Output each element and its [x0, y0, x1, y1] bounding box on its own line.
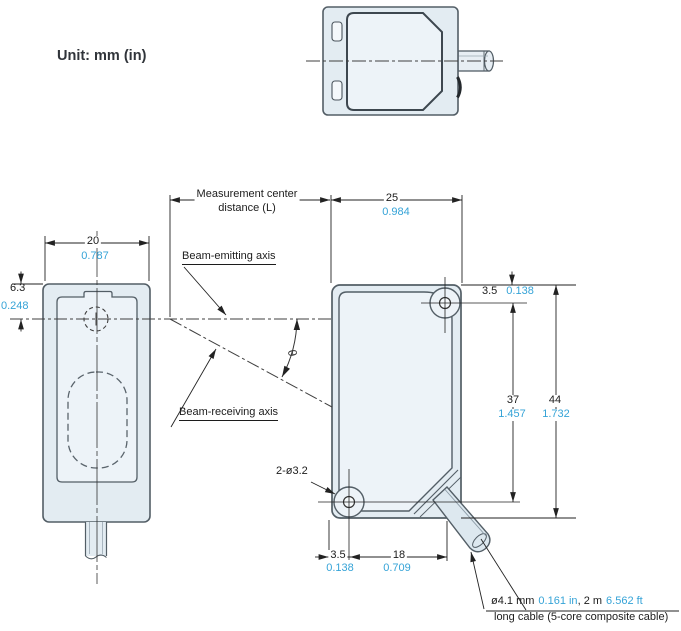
cable-diameter-in: 0.161 in: [538, 595, 578, 607]
mounting-holes-label: 2-ø3.2: [276, 465, 308, 477]
beam-axes: [10, 318, 333, 408]
side-view-panel: [338, 291, 453, 512]
theta-angle-arc: [281, 318, 301, 378]
receiver-lens-window: [67, 371, 128, 469]
top-view-drawing: [306, 6, 503, 116]
dim-cable-exit-in: 0.709: [383, 562, 411, 574]
cable-note-comma: ,: [577, 595, 584, 607]
front-view-drawing: [42, 231, 151, 584]
dim-cable-exit-mm: 18: [390, 549, 408, 562]
unit-label: Unit: mm (in): [57, 48, 147, 64]
dim-body-width-in: 0.984: [382, 206, 410, 218]
dim-body-height-in: 1.732: [540, 408, 572, 421]
side-view-cable: [432, 485, 491, 553]
beam-receiving-axis-line: [169, 318, 333, 408]
cable-diameter-mm: ø4.1 mm: [491, 595, 535, 607]
front-view-cable: [85, 522, 107, 556]
dim-front-width-mm: 20: [84, 235, 102, 248]
beam-emitting-axis-label: Beam-emitting axis: [182, 250, 276, 265]
cable-end-cap: [472, 533, 487, 548]
dim-top-hole-offset-in: 0.138: [506, 285, 534, 297]
top-view-connector-mark: [456, 76, 462, 99]
dim-top-hole-offset-group: 3.5 0.138: [482, 285, 534, 298]
dim-bottom-hole-offset-mm: 3.5: [328, 549, 348, 562]
leader-beam-emitting: [183, 266, 227, 316]
dim-emitter-offset-in: 0.248: [1, 300, 29, 312]
dim-top-hole-offset-mm: 3.5: [482, 285, 498, 297]
measurement-center-label-line1: Measurement center: [194, 188, 300, 201]
side-view-drawing: [331, 284, 491, 553]
dim-emitter-offset-mm: 6.3: [10, 282, 26, 294]
leader-mounting-holes: [310, 481, 336, 495]
dim-hole-pitch-mm: 37: [504, 394, 522, 407]
beam-receiving-axis-label: Beam-receiving axis: [179, 406, 279, 421]
top-view-slot-lower: [331, 80, 343, 101]
cable-length-m: 2 m: [583, 595, 603, 607]
dim-hole-pitch-in: 1.457: [496, 408, 528, 421]
leader-cable-note-2: [480, 538, 527, 611]
cable-note-line2: long cable (5-core composite cable): [494, 611, 669, 623]
top-view-panel: [346, 12, 443, 111]
dim-bottom-hole-offset-in: 0.138: [326, 562, 354, 574]
leader-cable-note: [470, 551, 485, 610]
corner-chamfer-line: [413, 469, 459, 515]
leader-beam-receiving: [170, 348, 217, 428]
dim-body-height-mm: 44: [546, 394, 564, 407]
dim-front-width-in: 0.787: [81, 250, 109, 262]
top-view-slot-upper: [331, 21, 343, 42]
dim-body-width-mm: 25: [383, 192, 401, 205]
measurement-center-label-line2: distance (L): [216, 202, 278, 215]
cable-length-ft: 6.562 ft: [606, 595, 643, 607]
